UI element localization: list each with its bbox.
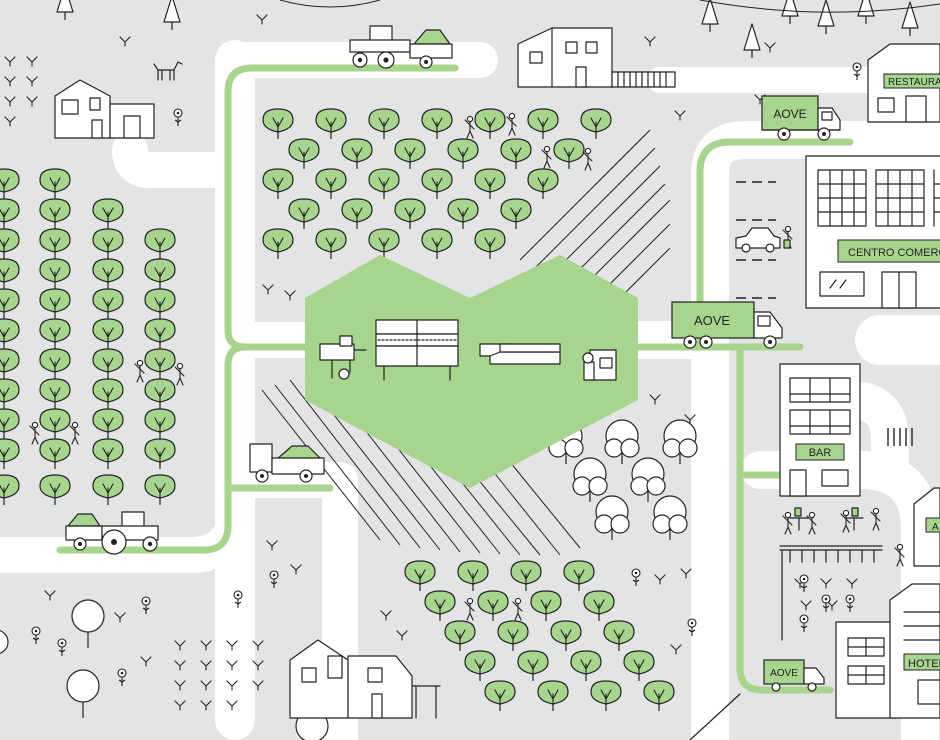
parking-lines-icon <box>736 181 913 446</box>
restaurant-sign: RESTAURANTE <box>888 77 940 88</box>
bar-building: BAR <box>779 363 861 497</box>
tractor-icon <box>65 511 159 555</box>
mall-sign: CENTRO COMERCIAL <box>848 247 940 259</box>
truck-label: AOVE <box>770 668 798 679</box>
pine-tree-group <box>56 0 940 59</box>
dog-icon <box>153 61 183 81</box>
hotel-building: HOTEL <box>835 583 940 719</box>
hotel-sign: HOTEL <box>908 658 940 670</box>
farmhouse-bottom <box>289 639 441 719</box>
olive-mill-building <box>305 255 638 488</box>
cafe-building: A <box>913 487 940 567</box>
delivery-truck-icon <box>249 443 325 483</box>
aove-truck-top: AOVE <box>761 95 841 141</box>
truck-label: AOVE <box>773 107 806 121</box>
farmhouse-left <box>54 79 155 139</box>
aove-truck-middle: AOVE <box>671 301 783 349</box>
bar-sign: BAR <box>809 447 832 459</box>
aove-truck-bottom: AOVE <box>763 659 825 692</box>
farmhouse-top-center <box>517 27 676 88</box>
road-edge <box>689 693 741 740</box>
cafe-table-icon <box>782 507 881 535</box>
car-icon <box>735 225 793 253</box>
truck-label: AOVE <box>694 313 730 328</box>
pergola <box>779 543 905 641</box>
olive-mill-machinery-icon <box>319 319 617 381</box>
cafe-sign: A <box>932 522 939 533</box>
shopping-mall-building: CENTRO COMERCIAL <box>805 155 940 309</box>
tractor-icon <box>349 25 453 69</box>
restaurant-building: RESTAURANTE <box>867 43 940 123</box>
